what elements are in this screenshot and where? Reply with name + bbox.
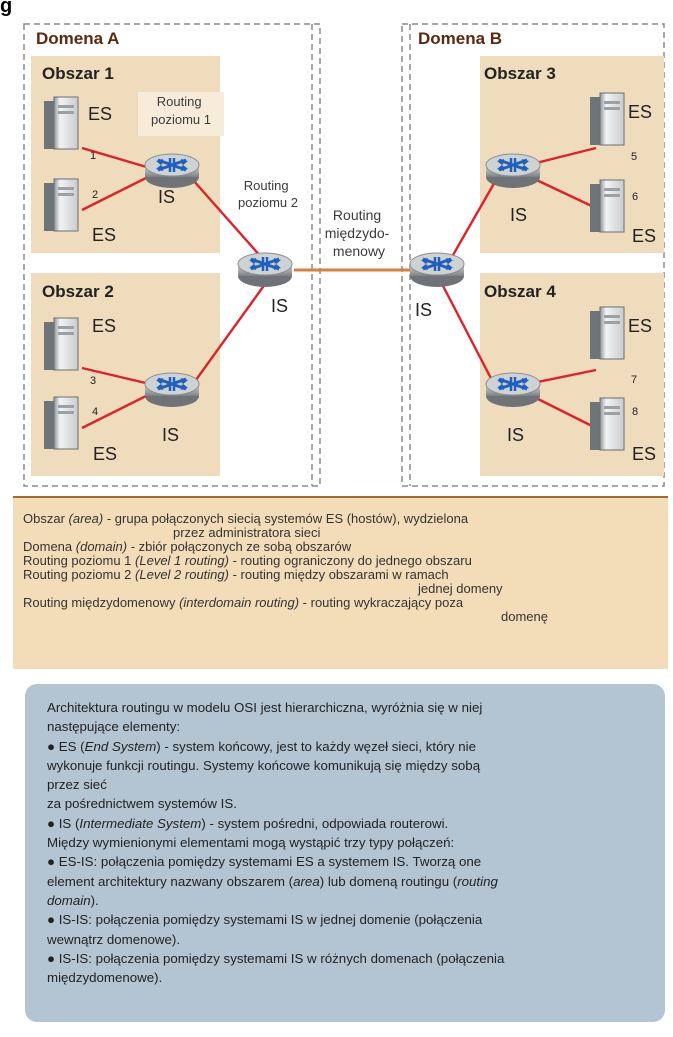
svg-text:IS: IS (158, 187, 175, 207)
es-server-icon (589, 306, 625, 360)
svg-text:7: 7 (631, 374, 637, 386)
domain-b-box (401, 23, 665, 487)
area-1-label: Obszar 1 (42, 64, 114, 83)
is-router-icon (143, 152, 201, 190)
is-router-icon (484, 152, 542, 190)
note-isis-line: międzydomenowe). (47, 970, 163, 986)
es-server-icon (43, 96, 79, 150)
svg-text:6: 6 (632, 191, 638, 203)
es-server-icon (589, 397, 625, 451)
is-router-icon (143, 371, 201, 409)
area-3-label: Obszar 3 (484, 64, 556, 83)
domain-b-label: Domena B (418, 29, 502, 48)
note-esis-line: ● ES-IS: połączenia pomiędzy systemami E… (47, 854, 482, 870)
svg-text:4: 4 (92, 406, 98, 418)
is-router-icon (484, 371, 542, 409)
legend-level1-row: Routing poziomu 1 (Level 1 routing) - ro… (23, 553, 472, 568)
area-4-label: Obszar 4 (484, 282, 556, 301)
svg-text:1: 1 (90, 150, 96, 162)
legend-interdomain-def-cont: domenę (501, 609, 548, 624)
note-is-line: ● IS (Intermediate System) - system pośr… (47, 815, 449, 831)
legend-area-row: Obszar (area) - grupa połączonych siecią… (23, 511, 469, 526)
legend-interdomain-row: Routing międzydomenowy (interdomain rout… (23, 595, 464, 610)
svg-text:IS: IS (507, 425, 524, 445)
note-types-line: Między wymienionymi elementami mogą wyst… (47, 835, 455, 851)
header-fragment: g (0, 0, 12, 17)
note-isis-line: ● IS-IS: połączenia pomiędzy systemami I… (47, 950, 505, 966)
svg-text:IS: IS (415, 300, 432, 320)
is-labels: IS IS IS IS IS IS (158, 187, 527, 445)
is-router-icon (236, 251, 294, 289)
routing-level2-label: Routing poziomu 2 (238, 178, 298, 210)
svg-text:IS: IS (510, 205, 527, 225)
svg-text:ES: ES (93, 444, 117, 464)
legend-level2-def-cont: jednej domeny (418, 581, 503, 596)
area-2-label: Obszar 2 (42, 282, 114, 301)
note-es-line: ● ES (End System) - system końcowy, jest… (47, 738, 476, 754)
legend-domain-row: Domena (domain) - zbiór połączonych ze s… (23, 539, 352, 554)
es-server-icon (43, 317, 79, 371)
legend-panel: Obszar (area) - grupa połączonych siecią… (13, 496, 668, 669)
es-server-icon (589, 179, 625, 233)
svg-text:IS: IS (162, 425, 179, 445)
svg-text:ES: ES (88, 104, 112, 124)
level2-links (192, 179, 498, 389)
note-intro-line: następujące elementy: (47, 719, 181, 735)
note-intro-line: Architektura routingu w modelu OSI jest … (47, 700, 483, 715)
svg-text:3: 3 (90, 375, 96, 387)
port-numbers: 1 2 3 4 5 6 7 8 (90, 150, 638, 418)
note-es-line: wykonuje funkcji routingu. Systemy końco… (47, 757, 481, 773)
note-esis-line: element architektury nazwany obszarem (a… (47, 873, 498, 889)
routing-level1-label: Routing poziomu 1 (151, 94, 211, 127)
svg-text:ES: ES (632, 226, 656, 246)
note-isis-line: ● IS-IS: połączenia pomiędzy systemami I… (47, 912, 483, 928)
legend-level2-row: Routing poziomu 2 (Level 2 routing) - ro… (23, 567, 449, 582)
svg-text:ES: ES (628, 316, 652, 336)
es-labels: ES ES ES ES ES ES ES ES (88, 102, 656, 464)
svg-text:5: 5 (631, 151, 637, 163)
svg-text:ES: ES (632, 444, 656, 464)
domain-a-box (23, 23, 321, 487)
note-es-line: przez sieć (47, 777, 107, 793)
note-esis-line: domain). (47, 892, 99, 908)
description-panel: Architektura routingu w modelu OSI jest … (25, 684, 665, 1022)
svg-text:IS: IS (271, 296, 288, 316)
network-diagram: g Domena A Domena B Obszar 1 Obszar 2 Ob… (0, 0, 665, 487)
note-isis-line: wewnątrz domenowe). (47, 931, 181, 947)
es-server-icon (589, 92, 625, 146)
is-router-icon (408, 251, 466, 289)
routing-interdomain-label: Routing międzydo- menowy (325, 207, 393, 259)
svg-text:ES: ES (92, 316, 116, 336)
svg-text:2: 2 (92, 189, 98, 201)
es-server-icon (43, 178, 79, 232)
legend-area-def-cont: przez administratora sieci (173, 525, 321, 540)
es-server-icon (43, 396, 79, 450)
note-es-line: za pośrednictwem systemów IS. (47, 796, 237, 812)
svg-text:ES: ES (628, 102, 652, 122)
domain-a-label: Domena A (36, 29, 119, 48)
svg-text:8: 8 (632, 406, 638, 418)
svg-text:ES: ES (92, 225, 116, 245)
